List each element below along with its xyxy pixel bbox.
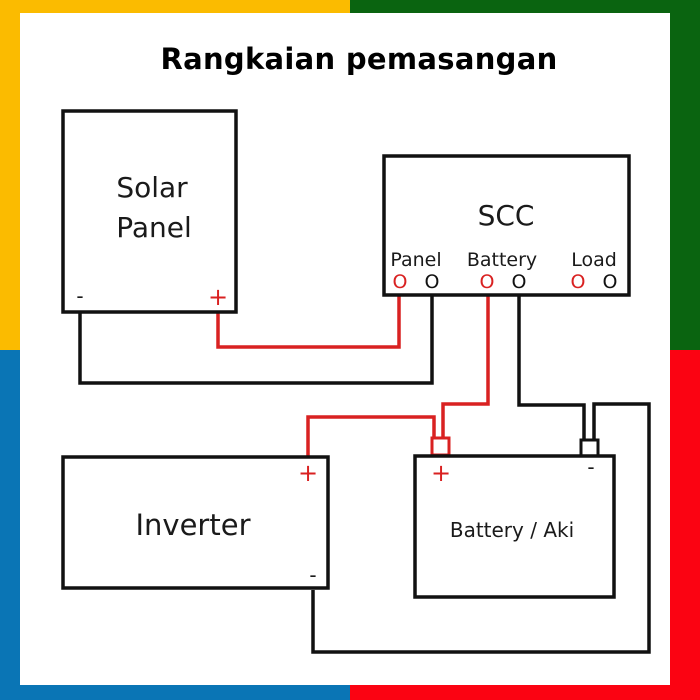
scc-terminal-panel-positive: O: [393, 271, 408, 293]
wire-panel-positive: [216, 290, 401, 349]
solar-panel-label-2: Panel: [116, 211, 192, 244]
battery-positive-terminal: [430, 436, 451, 457]
battery-negative-terminal: [579, 438, 600, 458]
scc-terminal-battery-negative: O: [512, 271, 527, 293]
wire-battery-positive-scc: [441, 290, 490, 438]
battery: Battery / Aki + -: [413, 454, 616, 599]
scc-terminal-load-positive: O: [571, 271, 586, 293]
scc-terminal-panel-negative: O: [425, 271, 440, 293]
inverter-plus: +: [298, 459, 318, 487]
scc-terminal-load-negative: O: [603, 271, 618, 293]
scc-port-label-load: Load: [571, 249, 617, 271]
inverter-minus: -: [309, 563, 316, 587]
scc-port-label-battery: Battery: [467, 249, 537, 271]
solar-panel-minus: -: [76, 284, 83, 308]
solar-panel-label-1: Solar: [116, 171, 188, 204]
battery-plus: +: [431, 459, 451, 487]
wire-inverter-negative: [311, 402, 651, 654]
solar-panel: Solar Panel - +: [61, 109, 238, 314]
inverter: Inverter + -: [61, 455, 330, 590]
wire-panel-negative: [78, 290, 434, 385]
scc-label: SCC: [478, 199, 535, 232]
inverter-label: Inverter: [136, 508, 251, 542]
battery-minus: -: [587, 455, 594, 479]
scc-terminal-battery-positive: O: [480, 271, 495, 293]
diagram-title: Rangkaian pemasangan: [160, 42, 558, 76]
scc-port-label-panel: Panel: [390, 249, 441, 271]
wire-inverter-positive: [306, 415, 436, 457]
wire-battery-negative-scc: [517, 290, 586, 440]
battery-label: Battery / Aki: [450, 518, 574, 542]
solar-panel-plus: +: [208, 283, 228, 311]
